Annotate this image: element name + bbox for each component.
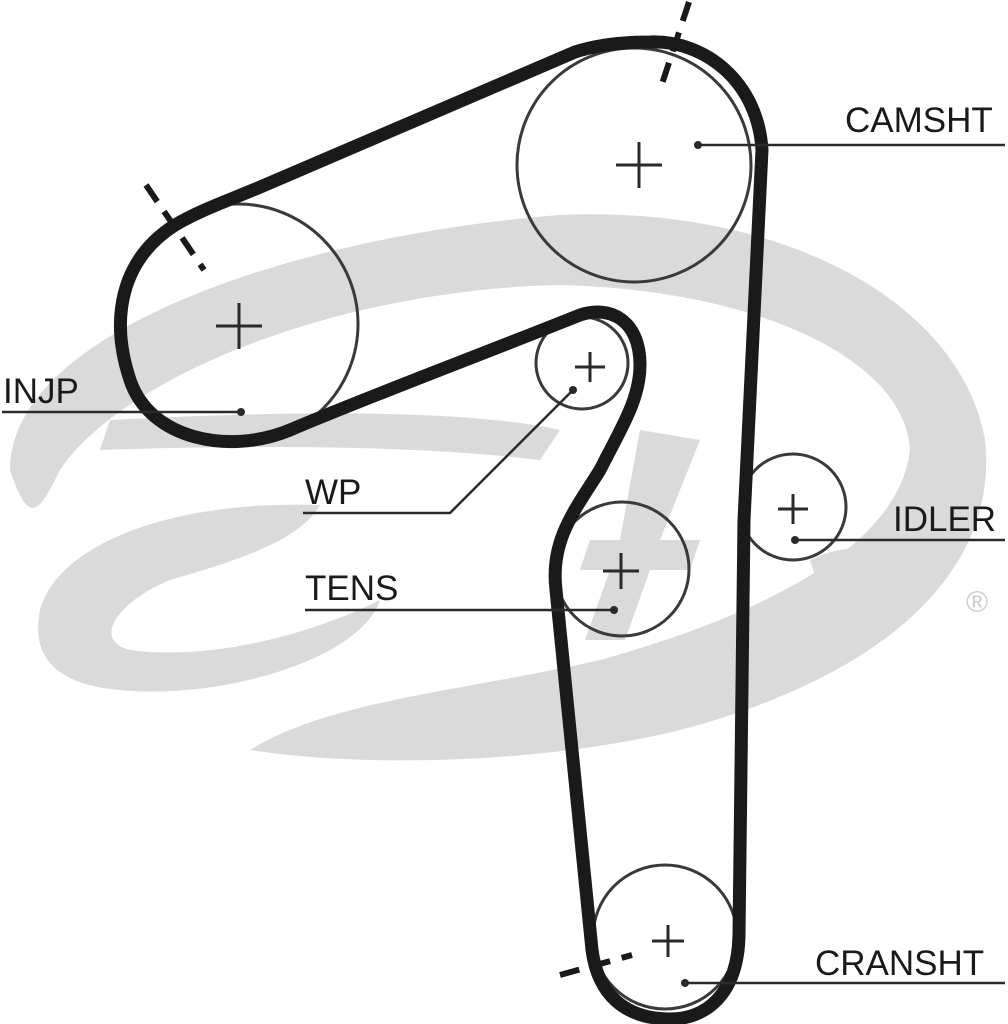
- label-water-pump: WP: [305, 473, 361, 512]
- water-pump-leader: [303, 389, 574, 515]
- label-injection-pump: INJP: [3, 372, 79, 411]
- logo-g-bowl: [38, 504, 381, 692]
- logo-crossbar: [100, 413, 560, 460]
- label-camshaft: CAMSHT: [845, 101, 993, 140]
- label-tensioner: TENS: [305, 569, 398, 608]
- crankshaft-pulley: [591, 863, 739, 1011]
- label-idler: IDLER: [893, 500, 996, 539]
- leader-lines: [2, 141, 1005, 987]
- idler-pulley: [738, 452, 848, 562]
- crankshaft-timing-mark: [559, 952, 633, 978]
- registered-mark: ®: [966, 586, 988, 619]
- logo-letters: [580, 430, 906, 640]
- injection-pump-timing-mark: [143, 183, 207, 272]
- camshaft-timing-mark: [657, 1, 692, 91]
- timing-belt: [114, 35, 769, 1024]
- label-crankshaft: CRANSHT: [815, 944, 984, 983]
